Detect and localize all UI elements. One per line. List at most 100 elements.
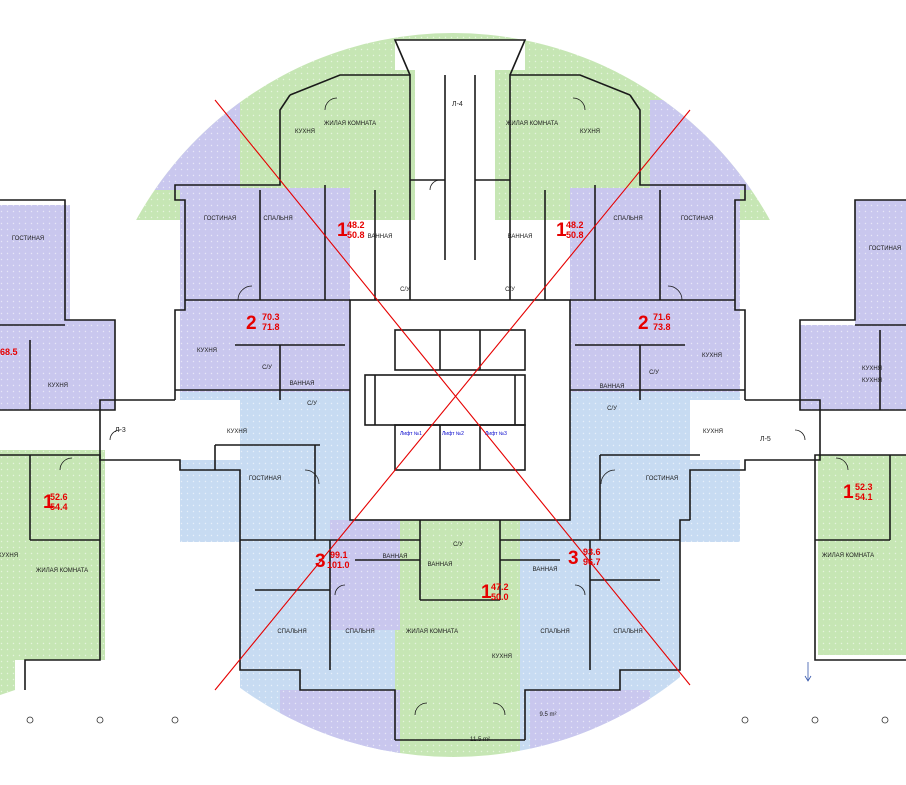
label-wc-mr: С/У <box>649 370 659 376</box>
apt-tr-rooms: 1 <box>556 220 567 241</box>
label-living-wr: ЖИЛАЯ КОМНАТА <box>822 553 874 559</box>
label-living-tr: ЖИЛАЯ КОМНАТА <box>506 121 558 127</box>
label-lounge-mr: ГОСТИНАЯ <box>681 216 713 222</box>
label-bath-ll: ВАННАЯ <box>383 554 408 560</box>
label-lounge-ml: ГОСТИНАЯ <box>204 216 236 222</box>
label-kitchen-wr2: КУХНЯ <box>862 378 882 384</box>
apartment-lr: 3 93.6 96.7 <box>568 547 601 569</box>
label-kitchen-wl2: КУХНЯ <box>0 553 18 559</box>
apt-fr-rooms: 1 <box>843 482 854 503</box>
apt-fr-area-top: 52.3 <box>855 482 873 492</box>
apt-fl-rooms: 1 <box>43 492 54 513</box>
apt-fr-area-bottom: 54.1 <box>855 492 873 502</box>
label-wc-mr2: С/У <box>607 406 617 412</box>
apt-lr-rooms: 3 <box>568 548 579 569</box>
label-kitchen-bc: КУХНЯ <box>492 654 512 660</box>
label-living-tl: ЖИЛАЯ КОМНАТА <box>324 121 376 127</box>
apartment-tr: 1 48.2 50.8 <box>556 220 584 241</box>
label-kitchen-ml: КУХНЯ <box>197 348 217 354</box>
apt-ml-area-top: 70.3 <box>262 312 280 322</box>
apartment-tl: 1 48.2 50.8 <box>337 220 365 241</box>
room-labels: ЖИЛАЯ КОМНАТА ЖИЛАЯ КОМНАТА КУХНЯ КУХНЯ … <box>0 121 901 743</box>
label-bedroom-lr1: СПАЛЬНЯ <box>540 629 569 635</box>
lift-labels: Лифт №1 Лифт №2 Лифт №3 <box>400 431 507 437</box>
label-wc-tr: С/У <box>505 287 515 293</box>
stair-l5: Л-5 <box>760 436 771 443</box>
apartment-fl: 1 52.6 54.4 <box>43 492 68 513</box>
label-bedroom-mr: СПАЛЬНЯ <box>613 216 642 222</box>
apt-tl-rooms: 1 <box>337 220 348 241</box>
apt-fl-area-bottom: 54.4 <box>50 502 68 512</box>
apartment-ml: 2 70.3 71.8 <box>246 312 280 334</box>
apartment-ll: 3 99.1 101.0 <box>315 550 350 572</box>
apartment-fr: 1 52.3 54.1 <box>843 482 873 503</box>
label-lounge-wr: ГОСТИНАЯ <box>869 246 901 252</box>
apartment-markers: 1 48.2 50.8 1 48.2 50.8 2 70.3 71.8 2 71… <box>0 220 873 603</box>
walls <box>99 39 821 741</box>
apt-ml-area-bottom: 71.8 <box>262 322 280 332</box>
central-core <box>350 300 570 520</box>
left-wing <box>0 0 120 785</box>
apt-ll-area-bottom: 101.0 <box>327 560 350 570</box>
label-wc-ml: С/У <box>262 365 272 371</box>
label-kitchen-tr: КУХНЯ <box>580 129 600 135</box>
label-bath-bc: ВАННАЯ <box>428 562 453 568</box>
label-living-wl: ЖИЛАЯ КОМНАТА <box>36 568 88 574</box>
label-bath-mr: ВАННАЯ <box>600 384 625 390</box>
apt-ll-area-top: 99.1 <box>330 550 348 560</box>
label-kitchen-ll: КУХНЯ <box>227 429 247 435</box>
apt-tr-area-top: 48.2 <box>566 220 584 230</box>
label-kitchen-wr: КУХНЯ <box>862 366 882 372</box>
wing-walls <box>0 199 906 690</box>
apt-lr-area-top: 93.6 <box>583 547 601 557</box>
label-lounge-lr: ГОСТИНАЯ <box>646 476 678 482</box>
apt-ml-rooms: 2 <box>246 313 257 334</box>
apt-fl-area-top: 52.6 <box>50 492 68 502</box>
column-markers <box>26 716 889 724</box>
stair-l4: Л-4 <box>452 101 463 108</box>
apt-ll-rooms: 3 <box>315 551 326 572</box>
apt-lr-area-bottom: 96.7 <box>583 557 601 567</box>
label-kitchen-tl: КУХНЯ <box>295 129 315 135</box>
label-bedroom-ml: СПАЛЬНЯ <box>263 216 292 222</box>
label-bath-ml: ВАННАЯ <box>290 381 315 387</box>
stair-l3: Л-3 <box>115 427 126 434</box>
label-bedroom-lr2: СПАЛЬНЯ <box>613 629 642 635</box>
label-living-bc: ЖИЛАЯ КОМНАТА <box>406 629 458 635</box>
red-cross-lines <box>214 99 691 691</box>
label-bedroom-ll1: СПАЛЬНЯ <box>277 629 306 635</box>
label-wc-ml2: С/У <box>307 401 317 407</box>
label-bath-tl: ВАННАЯ <box>368 234 393 240</box>
stair-labels: Л-3 Л-4 Л-5 <box>115 101 771 443</box>
label-bath-tr: ВАННАЯ <box>508 234 533 240</box>
lift-2: Лифт №2 <box>442 431 464 437</box>
label-lounge-ll: ГОСТИНАЯ <box>249 476 281 482</box>
label-wc-tl: С/У <box>400 287 410 293</box>
lift-1: Лифт №1 <box>400 431 422 437</box>
apartment-bc: 1 47.2 50.0 <box>481 582 509 603</box>
label-lounge-wl: ГОСТИНАЯ <box>12 236 44 242</box>
apt-tl-area-bottom: 50.8 <box>347 230 365 240</box>
label-kitchen-lr: КУХНЯ <box>703 429 723 435</box>
right-wing <box>790 0 906 785</box>
label-bedroom-ll2: СПАЛЬНЯ <box>345 629 374 635</box>
apartment-mr: 2 71.6 73.8 <box>638 312 671 334</box>
apt-tr-area-bottom: 50.8 <box>566 230 584 240</box>
apt-mr-area-top: 71.6 <box>653 312 671 322</box>
label-kitchen-mr: КУХНЯ <box>702 353 722 359</box>
axis-arrow <box>804 662 812 682</box>
apt-bc-area-top: 47.2 <box>491 582 509 592</box>
apt-wl-area-top: 68.5 <box>0 347 18 357</box>
apt-tl-area-top: 48.2 <box>347 220 365 230</box>
label-kitchen-wl: КУХНЯ <box>48 383 68 389</box>
lift-3: Лифт №3 <box>485 431 507 437</box>
apt-bc-rooms: 1 <box>481 582 492 603</box>
doors <box>59 97 849 716</box>
apt-mr-rooms: 2 <box>638 313 649 334</box>
label-area-note-2: 9.5 m² <box>539 712 556 718</box>
apt-mr-area-bottom: 73.8 <box>653 322 671 332</box>
apt-bc-area-bottom: 50.0 <box>491 592 509 602</box>
label-wc-bc: С/У <box>453 542 463 548</box>
